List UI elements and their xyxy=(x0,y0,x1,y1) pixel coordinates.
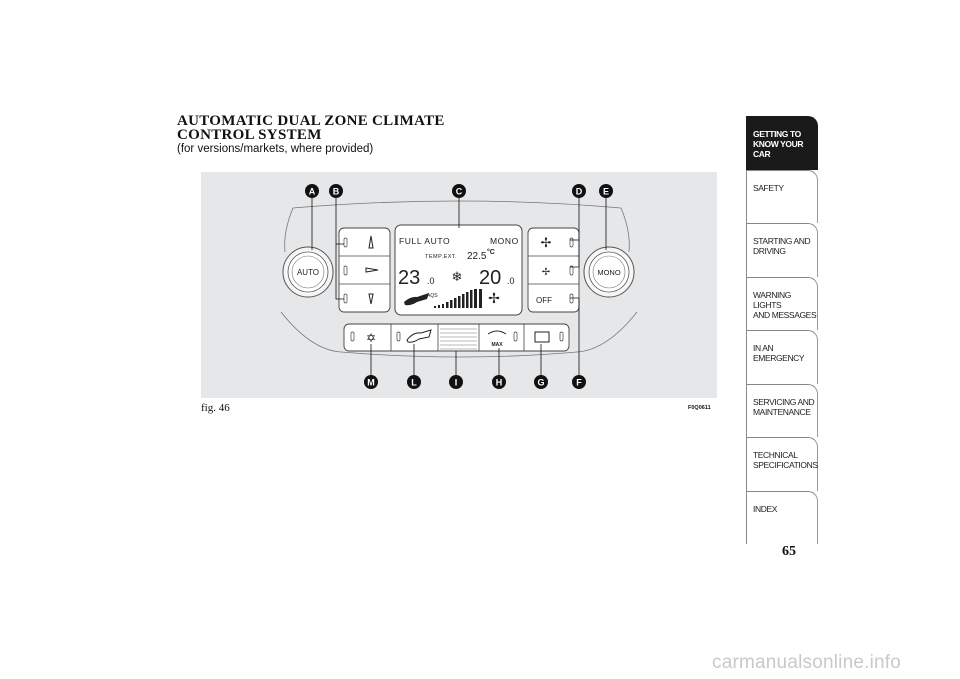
display-temp-left: 23 xyxy=(398,267,420,289)
callout-g: G xyxy=(534,375,548,389)
fan-speed-bars xyxy=(434,289,482,308)
tab-in-an-emergency[interactable]: IN AN EMERGENCY xyxy=(746,330,818,384)
callout-b: B xyxy=(329,184,343,198)
callout-m: M xyxy=(364,375,378,389)
fan-increase-icon: ✢ xyxy=(541,235,552,250)
svg-text:F: F xyxy=(576,378,582,388)
section-title-line-1: AUTOMATIC DUAL ZONE CLIMATE xyxy=(177,113,445,129)
svg-text:E: E xyxy=(603,187,609,197)
page-number: 65 xyxy=(782,544,796,559)
tab-safety[interactable]: SAFETY xyxy=(746,169,818,223)
display-mode-right: MONO xyxy=(490,236,519,246)
callout-h: H xyxy=(492,375,506,389)
figure-label: fig. 46 xyxy=(201,402,230,414)
svg-text:A: A xyxy=(309,187,316,197)
callout-c: C xyxy=(452,184,466,198)
callout-f: F xyxy=(572,375,586,389)
tab-getting-to-know-your-car[interactable]: GETTING TO KNOW YOUR CAR xyxy=(746,116,818,170)
fan-icon: ✢ xyxy=(488,290,500,306)
tab-servicing-and-maintenance[interactable]: SERVICING AND MAINTENANCE xyxy=(746,383,818,437)
recirculation-icon xyxy=(406,329,432,343)
section-subtitle: (for versions/markets, where provided) xyxy=(177,143,374,155)
recirculation-car-icon xyxy=(404,293,429,306)
climate-panel-illustration: AUTO MONO FULL AUTO MONO TEMP.EXT. xyxy=(280,184,638,389)
svg-text:L: L xyxy=(411,378,417,388)
tab-warning-lights-and-messages[interactable]: WARNING LIGHTS AND MESSAGES xyxy=(746,276,818,330)
callout-badges: A B C D E M L I H G F xyxy=(305,184,613,389)
callout-i: I xyxy=(449,375,463,389)
mono-knob[interactable]: MONO xyxy=(583,246,635,298)
tab-technical-specifications[interactable]: TECHNICAL SPECIFICATIONS xyxy=(746,437,818,491)
fan-speed-buttons[interactable]: ✢ ✢ OFF xyxy=(527,227,580,313)
fan-decrease-icon: ✢ xyxy=(542,267,550,278)
max-defrost-icon xyxy=(487,330,507,335)
tab-starting-and-driving[interactable]: STARTING AND DRIVING xyxy=(746,223,818,277)
auto-knob[interactable]: AUTO xyxy=(282,246,334,298)
callout-a: A xyxy=(305,184,319,198)
svg-text:I: I xyxy=(455,378,458,388)
callout-e: E xyxy=(599,184,613,198)
tab-index[interactable]: INDEX xyxy=(746,490,818,544)
callout-d: D xyxy=(572,184,586,198)
svg-text:M: M xyxy=(367,378,375,388)
chapter-sidebar: GETTING TO KNOW YOUR CAR SAFETY STARTING… xyxy=(746,116,818,544)
watermark: carmanualsonline.info xyxy=(712,652,902,673)
max-label: MAX xyxy=(491,342,503,348)
display-unit: °C xyxy=(487,248,495,256)
bottom-buttons[interactable]: ✡ MAX xyxy=(343,323,570,352)
off-button-label: OFF xyxy=(536,296,552,305)
display-ext-label: TEMP.EXT. xyxy=(425,254,457,260)
climate-display: FULL AUTO MONO TEMP.EXT. 22.5 °C 23 .0 ❄… xyxy=(394,224,523,316)
display-mode-left: FULL AUTO xyxy=(399,236,450,246)
svg-text:D: D xyxy=(576,187,583,197)
vent-grille xyxy=(440,328,477,350)
svg-text:C: C xyxy=(456,187,463,197)
auto-knob-label: AUTO xyxy=(297,268,319,277)
svg-text:G: G xyxy=(537,378,544,388)
air-distribution-buttons[interactable] xyxy=(338,227,391,313)
figure-code: F0Q0611 xyxy=(688,405,711,411)
display-temp-right: 20 xyxy=(479,267,501,289)
section-title-line-2: CONTROL SYSTEM xyxy=(177,127,322,143)
display-ext-value: 22.5 xyxy=(467,251,487,262)
svg-text:H: H xyxy=(496,378,503,388)
display-temp-left-decimal: .0 xyxy=(427,276,435,286)
compressor-icon: ✡ xyxy=(366,331,376,345)
section-title: AUTOMATIC DUAL ZONE CLIMATE CONTROL SYST… xyxy=(177,113,445,143)
climate-control-figure: AUTO MONO FULL AUTO MONO TEMP.EXT. xyxy=(201,172,717,398)
svg-text:B: B xyxy=(333,187,340,197)
callout-l: L xyxy=(407,375,421,389)
callout-lines xyxy=(311,198,607,375)
rear-defrost-icon xyxy=(534,331,550,343)
display-aqs: AQS xyxy=(427,293,438,299)
snowflake-icon: ❄ xyxy=(452,269,463,284)
display-temp-right-decimal: .0 xyxy=(507,276,515,286)
mono-knob-label: MONO xyxy=(597,268,620,277)
